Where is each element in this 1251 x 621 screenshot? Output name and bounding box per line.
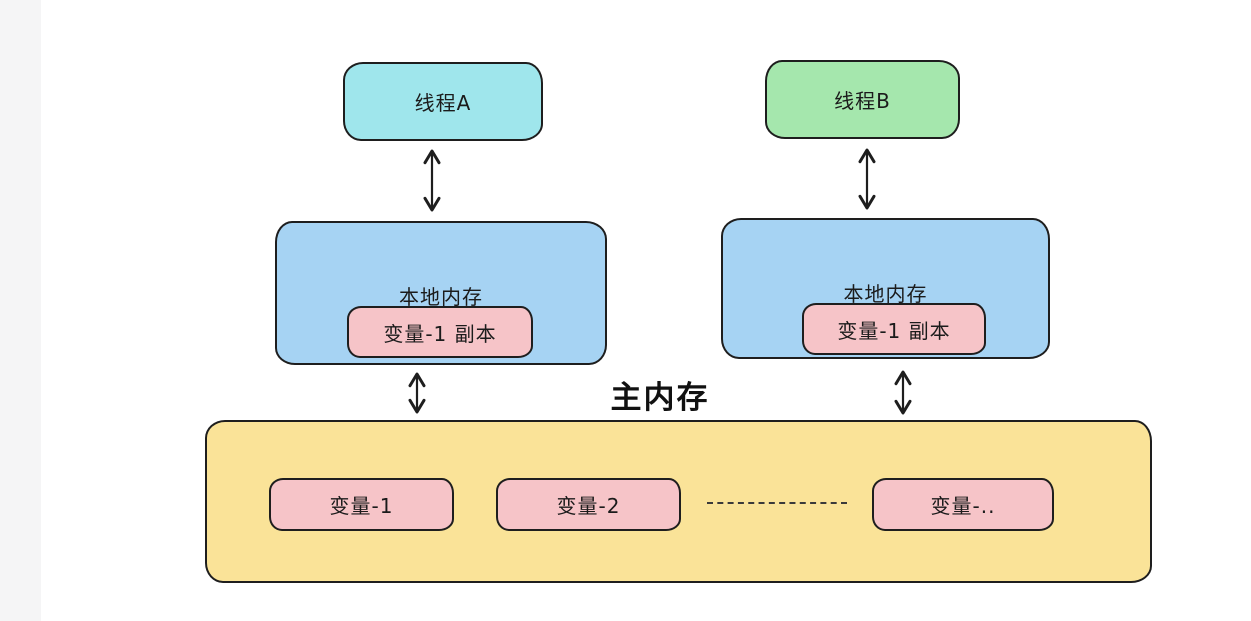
thread-a-label: 线程A	[414, 91, 472, 115]
variable-copy-b-node: 变量-1 副本	[802, 303, 986, 355]
main-variable-n-node: 变量-..	[872, 478, 1054, 531]
main-variable-1-node: 变量-1	[269, 478, 454, 531]
main-variable-n-label: 变量-..	[930, 494, 996, 518]
variable-copy-b-label: 变量-1 副本	[837, 318, 951, 343]
thread-b-label: 线程B	[834, 89, 891, 113]
local-memory-b-node: 本地内存 变量-1 副本	[721, 218, 1050, 359]
thread-b-node: 线程B	[765, 60, 960, 139]
main-variable-1-label: 变量-1	[329, 494, 394, 518]
variable-copy-a-label: 变量-1 副本	[383, 321, 497, 346]
main-variable-2-label: 变量-2	[556, 494, 621, 518]
main-memory-node: 变量-1 变量-2 变量-..	[205, 420, 1152, 583]
main-memory-title: 主内存	[610, 380, 710, 416]
local-memory-b-label: 本地内存	[843, 282, 928, 306]
local-memory-a-node: 本地内存 变量-1 副本	[275, 221, 607, 365]
variable-copy-a-node: 变量-1 副本	[347, 306, 533, 358]
local-memory-a-label: 本地内存	[399, 285, 483, 309]
ellipsis-dashed-line	[707, 502, 847, 504]
main-variable-2-node: 变量-2	[496, 478, 681, 531]
left-gutter-strip	[0, 0, 41, 621]
thread-a-node: 线程A	[343, 62, 543, 141]
